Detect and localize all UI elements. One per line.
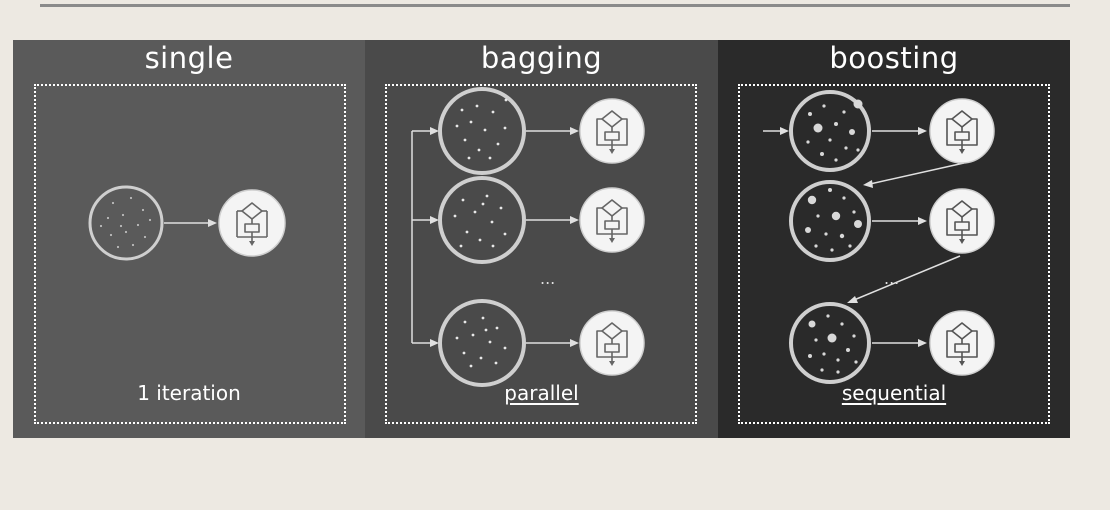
panel-boosting: boosting: [718, 40, 1070, 438]
caption-bagging: parallel: [365, 381, 718, 405]
flowchart-model-icon: [929, 310, 995, 376]
caption-single: 1 iteration: [137, 381, 241, 405]
arrow-head-icon: [430, 127, 439, 135]
dataset-circle-icon: [88, 185, 164, 261]
panel-title-bagging: bagging: [480, 41, 603, 75]
caption-boosting-text: sequential: [841, 381, 947, 405]
panel-single: single 1 i: [13, 40, 365, 438]
panel-title-boosting: boosting: [829, 41, 959, 75]
dataset-circle-icon: [438, 299, 526, 387]
dotted-frame-boosting: [738, 84, 1050, 424]
flowchart-model-icon: [579, 310, 645, 376]
arrow-head-icon: [780, 127, 789, 135]
arrow-head-icon: [863, 180, 873, 188]
dotted-frame-bagging: [385, 84, 697, 424]
caption-bagging-text: parallel: [504, 381, 579, 405]
data-points: [99, 196, 152, 249]
weighted-dataset-circle-icon: [789, 180, 871, 262]
arrow-head-icon: [570, 127, 579, 135]
arrow-head-icon: [208, 219, 217, 227]
feedback-arrow: [869, 162, 965, 185]
feedback-arrow: [853, 255, 961, 301]
top-divider: [40, 4, 1070, 7]
diagram-boosting: ...: [763, 90, 995, 384]
arrow-head-icon: [570, 216, 579, 224]
dataset-circle-icon: [438, 176, 526, 264]
weighted-dataset-circle-icon: [789, 302, 871, 384]
flowchart-model-icon: [579, 187, 645, 253]
diagram-single: [88, 185, 286, 261]
arrow-head-icon: [570, 339, 579, 347]
flowchart-model-icon: [929, 188, 995, 254]
panel-bagging: bagging: [365, 40, 718, 438]
ellipsis: ...: [884, 269, 899, 288]
caption-boosting: sequential: [718, 381, 1070, 405]
flowchart-model-icon: [218, 189, 286, 257]
weighted-dataset-circle-icon: [789, 90, 871, 172]
arrow-head-icon: [918, 339, 927, 347]
ellipsis: ...: [540, 269, 555, 288]
panel-title-single: single: [144, 41, 234, 75]
flowchart-model-icon: [929, 98, 995, 164]
arrow-head-icon: [430, 216, 439, 224]
dotted-frame-single: [34, 84, 346, 424]
arrow-head-icon: [847, 296, 858, 303]
dataset-circle-icon: [438, 87, 526, 175]
flowchart-model-icon: [579, 98, 645, 164]
diagram-bagging: ...: [411, 87, 645, 387]
arrow-head-icon: [918, 217, 927, 225]
arrow-head-icon: [918, 127, 927, 135]
arrow-head-icon: [430, 339, 439, 347]
